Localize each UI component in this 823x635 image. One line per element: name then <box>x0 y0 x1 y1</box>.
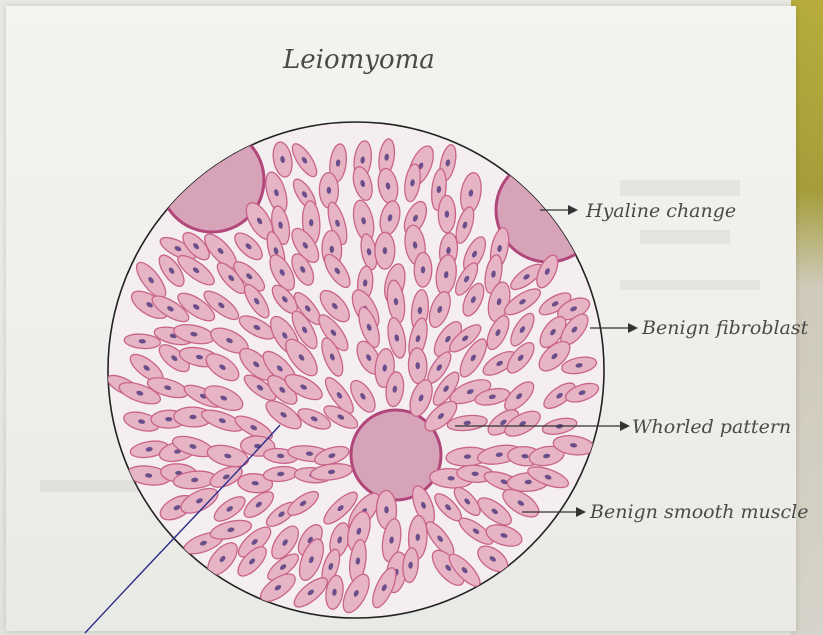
label-hyaline-change: Hyaline change <box>585 200 736 222</box>
spindle-cell <box>375 232 395 269</box>
label-benign-fibroblast: Benign fibroblast <box>641 317 809 339</box>
drawing-title: Leiomyoma <box>282 45 435 75</box>
spindle-cell <box>438 195 455 232</box>
spindle-cell <box>414 252 432 287</box>
label-whorled-pattern: Whorled pattern <box>632 416 791 438</box>
label-benign-smooth-muscle: Benign smooth muscle <box>589 501 808 523</box>
spindle-cell <box>319 172 339 208</box>
